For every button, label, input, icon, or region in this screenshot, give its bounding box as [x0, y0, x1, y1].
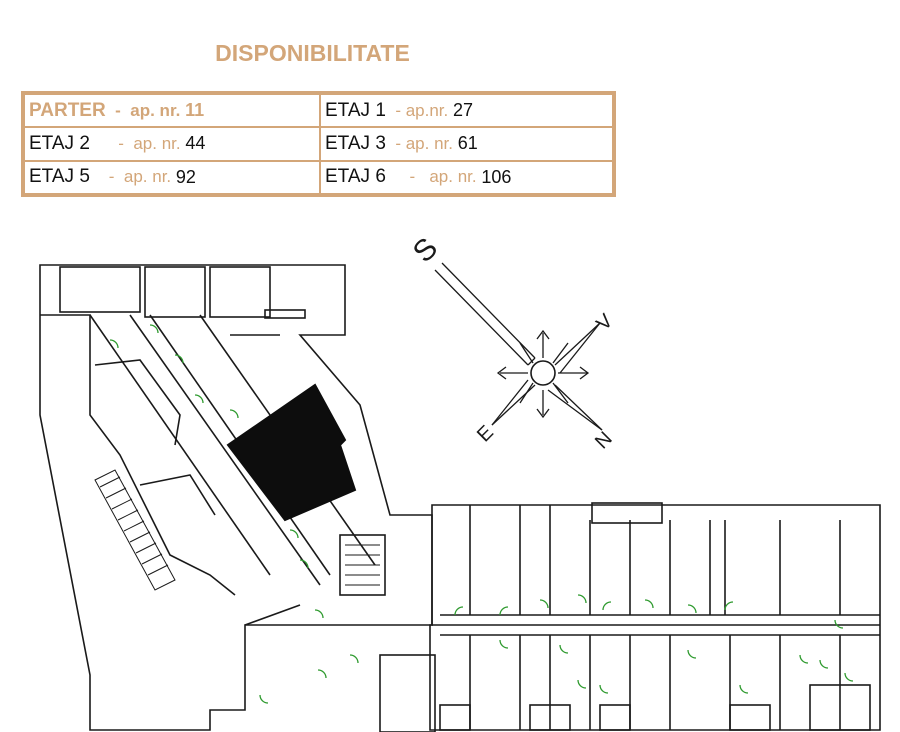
apartment-number: 27	[452, 100, 474, 121]
availability-cell-etaj-6[interactable]: ETAJ 6 - ap. nr. 106	[320, 160, 613, 194]
apartment-number: 44	[185, 133, 206, 154]
compass-needles	[434, 262, 603, 431]
highlighted-apartment[interactable]	[226, 383, 357, 522]
floor-label: ETAJ 2	[29, 132, 90, 154]
compass-south-label: S	[407, 232, 444, 269]
floor-label: ETAJ 3	[325, 132, 386, 154]
floor-label: ETAJ 5	[29, 166, 90, 188]
apartment-number: 61	[457, 133, 478, 154]
floor-plan: S V N E	[39, 232, 881, 732]
availability-cell-etaj-2[interactable]: ETAJ 2 - ap. nr. 44	[24, 127, 320, 161]
apartment-number: 11	[185, 100, 205, 121]
building-walls	[39, 264, 881, 732]
apartment-number: 92	[175, 166, 196, 187]
compass-center	[530, 360, 556, 386]
apartment-prefix: - ap. nr.	[89, 167, 176, 187]
compass-rose: S V N E	[407, 232, 618, 454]
stairs	[94, 469, 380, 591]
apartment-prefix: - ap. nr.	[385, 167, 482, 187]
availability-cell-parter[interactable]: PARTER - ap. nr. 11	[24, 94, 320, 128]
page-title: DISPONIBILITATE	[215, 40, 410, 66]
apartment-prefix: - ap. nr.	[385, 133, 458, 153]
availability-table: PARTER - ap. nr. 11 ETAJ 1 - ap.nr. 27 E…	[21, 91, 616, 197]
availability-cell-etaj-1[interactable]: ETAJ 1 - ap.nr. 27	[320, 94, 613, 128]
door-markers	[109, 324, 854, 704]
compass-west-label: V	[592, 310, 617, 335]
apartment-prefix: - ap.nr.	[385, 100, 453, 120]
compass-north-label: N	[591, 428, 617, 454]
compass-east-label: E	[473, 421, 498, 446]
availability-cell-etaj-5[interactable]: ETAJ 5 - ap. nr. 92	[24, 160, 320, 194]
floor-label: PARTER	[29, 99, 106, 121]
apartment-prefix: - ap. nr.	[105, 100, 186, 120]
floor-label: ETAJ 6	[325, 166, 386, 188]
floor-label: ETAJ 1	[325, 99, 386, 121]
apartment-number: 106	[481, 166, 512, 187]
apartment-prefix: - ap. nr.	[89, 133, 186, 153]
availability-cell-etaj-3[interactable]: ETAJ 3 - ap. nr. 61	[320, 127, 613, 161]
